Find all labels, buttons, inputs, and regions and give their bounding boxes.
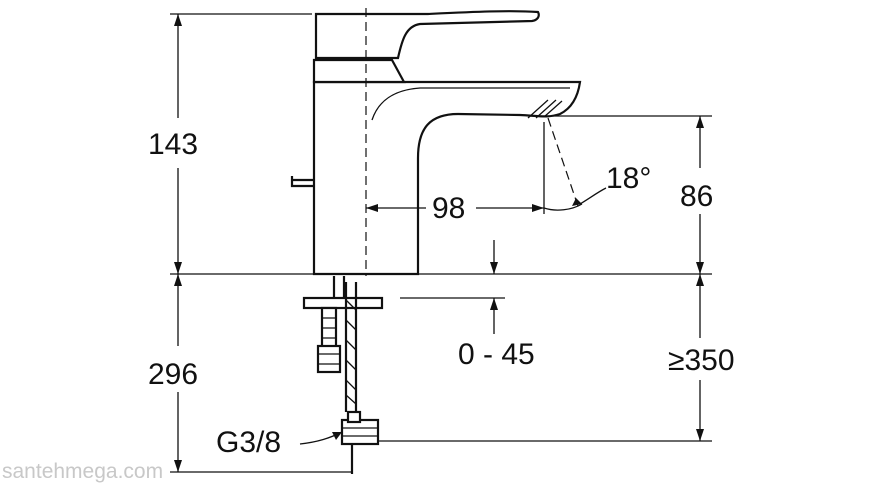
label-min-350: ≥350	[668, 344, 735, 377]
label-296: 296	[148, 358, 198, 391]
under-deck-fittings	[302, 276, 384, 474]
dimension-min-350: ≥350	[668, 274, 735, 441]
dimension-98: 98	[366, 192, 544, 225]
label-18-degrees: 18°	[606, 162, 651, 195]
watermark-text: santehmega.com	[2, 460, 163, 483]
label-143: 143	[148, 128, 198, 161]
extension-lines	[170, 13, 712, 473]
dimension-18-degrees: 18°	[543, 117, 651, 214]
dimension-0-45: 0 - 45	[458, 240, 535, 371]
label-98: 98	[432, 192, 465, 225]
label-0-45: 0 - 45	[458, 338, 535, 371]
label-g3-8: G3/8	[216, 426, 281, 459]
dimension-143: 143	[148, 14, 198, 274]
faucet-body	[290, 10, 582, 276]
dimension-296: 296	[148, 274, 198, 472]
callout-g3-8: G3/8	[216, 426, 343, 459]
label-86: 86	[680, 180, 713, 213]
dimension-86: 86	[680, 116, 713, 274]
